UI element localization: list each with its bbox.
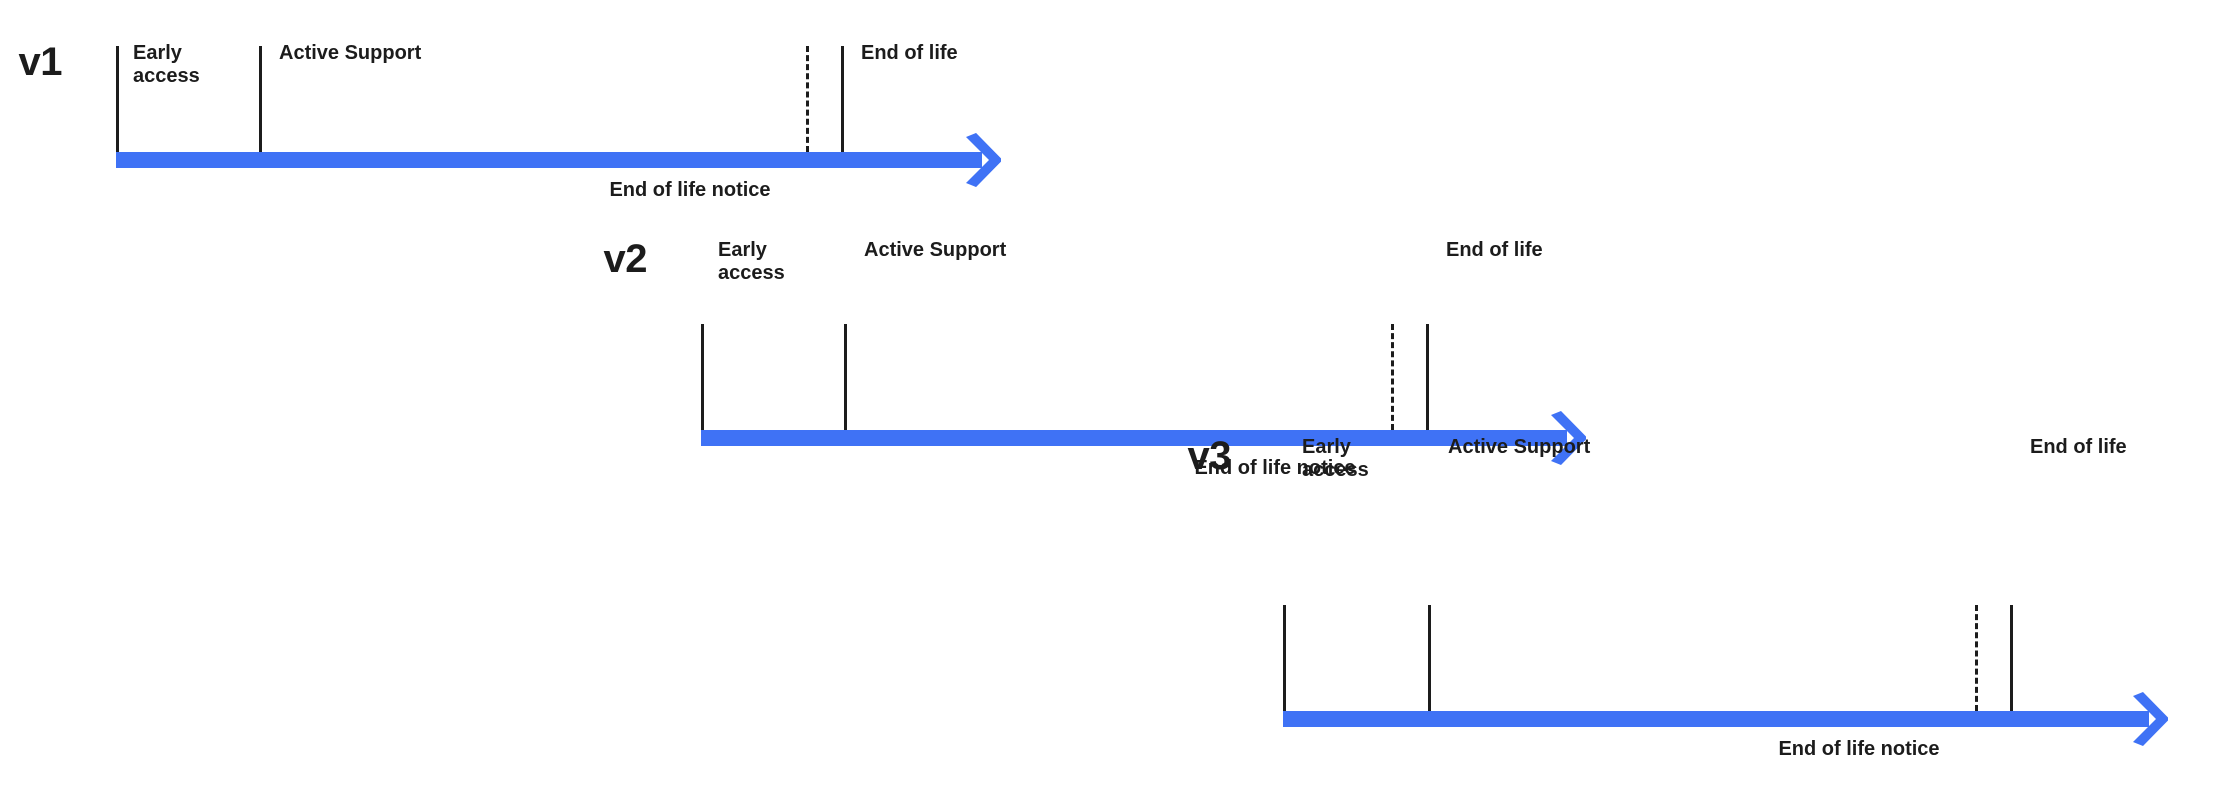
phase-divider-early-access-v3	[1283, 605, 1286, 711]
phase-divider-active-support-v2	[844, 324, 847, 430]
phase-divider-end-of-life-v3	[2010, 605, 2013, 711]
phase-label-end-of-life-v1: End of life	[861, 42, 958, 64]
timeline-bar-v2	[701, 430, 1567, 446]
phase-divider-early-access-v1	[116, 46, 119, 152]
phase-label-early-access-v2: Early access	[718, 239, 785, 284]
phase-divider-notice-dashed-v3	[1975, 605, 1978, 711]
phase-label-end-of-life-v3: End of life	[2030, 436, 2127, 458]
phase-divider-notice-dashed-v2	[1391, 324, 1394, 430]
end-of-life-notice-label-v2: End of life notice	[1194, 457, 1356, 479]
timeline-bar-v1	[116, 152, 982, 168]
phase-label-end-of-life-v2: End of life	[1446, 239, 1543, 261]
version-label-v1: v1	[18, 40, 63, 84]
phase-label-active-support-v2: Active Support	[864, 239, 1007, 261]
phase-label-early-access-v1: Early access	[133, 42, 200, 87]
end-of-life-notice-label-v1: End of life notice	[609, 179, 771, 201]
phase-divider-notice-dashed-v1	[806, 46, 809, 152]
phase-divider-active-support-v1	[259, 46, 262, 152]
phase-divider-active-support-v3	[1428, 605, 1431, 711]
phase-label-active-support-v1: Active Support	[279, 42, 422, 64]
version-label-v2: v2	[603, 237, 648, 281]
phase-divider-end-of-life-v1	[841, 46, 844, 152]
phase-divider-early-access-v2	[701, 324, 704, 430]
timeline-bar-v3	[1283, 711, 2149, 727]
version-label-v3: v3	[1187, 434, 1232, 478]
phase-label-early-access-v3: Early access	[1302, 436, 1369, 481]
phase-label-active-support-v3: Active Support	[1448, 436, 1591, 458]
phase-divider-end-of-life-v2	[1426, 324, 1429, 430]
end-of-life-notice-label-v3: End of life notice	[1778, 738, 1940, 760]
